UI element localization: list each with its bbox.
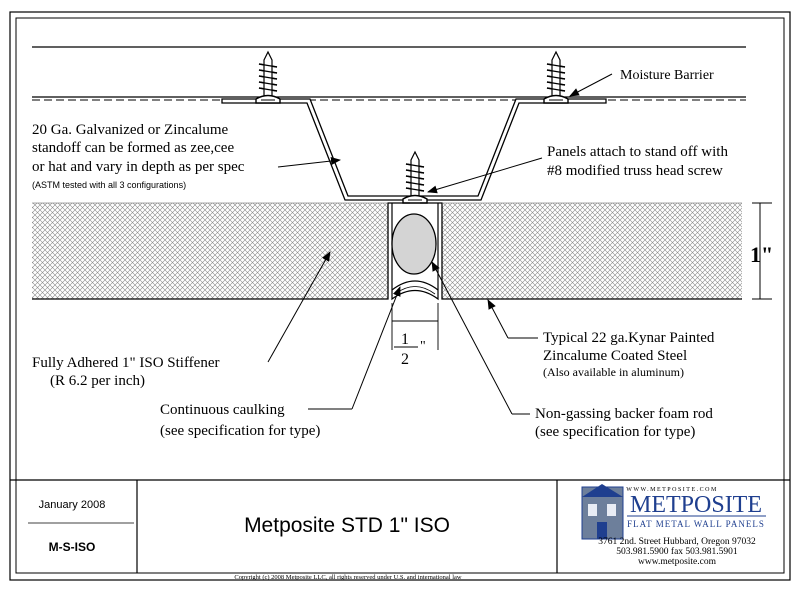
joint-dim-inch-mark: " — [420, 339, 426, 354]
logo-building-window — [607, 504, 616, 516]
steel-label-line1: Typical 22 ga.Kynar Painted — [543, 330, 715, 346]
standoff-label-line2: standoff can be formed as zee,cee — [32, 140, 234, 156]
leader-foam-diag — [431, 261, 513, 415]
joint-dim-numerator: 1 — [401, 331, 409, 348]
logo-company-name: METPOSITE — [630, 492, 762, 518]
drawing-date: January 2008 — [39, 499, 106, 511]
foam-label-line2: (see specification for type) — [535, 424, 695, 440]
leader-screw — [427, 157, 543, 194]
logo-url-text: WWW.METPOSITE.COM — [626, 487, 718, 493]
standoff-note: (ASTM tested with all 3 configurations) — [32, 180, 186, 190]
drawing-frame — [15, 17, 785, 574]
steel-note: (Also available in aluminum) — [543, 365, 684, 379]
leader-stiffener — [267, 251, 331, 363]
left-panel-skin — [32, 202, 410, 300]
drawing-number: M-S-ISO — [49, 540, 96, 554]
standoff-label-line3: or hat and vary in depth as per spec — [32, 159, 245, 175]
leader-standoff — [277, 157, 341, 168]
copyright-notice: Copyright (c) 2008 Metposite LLC, all ri… — [234, 574, 462, 581]
steel-label-line2: Zincalume Coated Steel — [543, 348, 687, 364]
foam-label-line1: Non-gassing backer foam rod — [535, 406, 713, 422]
logo-building-door — [597, 522, 607, 539]
joint-dim-denominator: 2 — [401, 351, 409, 368]
leader-steel-diag — [487, 299, 509, 339]
metposite-logo: WWW.METPOSITE.COM METPOSITE FLAT METAL W… — [581, 484, 766, 540]
logo-tagline: FLAT METAL WALL PANELS — [627, 519, 765, 529]
caulk-label-line1: Continuous caulking — [160, 402, 285, 418]
leader-caulk-diag — [351, 286, 401, 410]
caulking-bead — [391, 280, 439, 301]
logo-building-window — [588, 504, 597, 516]
stiffener-label-line1: Fully Adhered 1" ISO Stiffener — [32, 355, 220, 371]
screw-label-line2: #8 modified truss head screw — [547, 163, 723, 179]
thickness-label: 1" — [750, 242, 773, 267]
hat-standoff — [221, 98, 607, 201]
backer-foam-rod — [391, 213, 437, 275]
screw-icon — [255, 51, 281, 104]
right-panel-iso — [442, 203, 742, 299]
stiffener-label-line2: (R 6.2 per inch) — [50, 373, 145, 389]
moisture-barrier-label: Moisture Barrier — [620, 68, 714, 83]
logo-building-roof — [582, 484, 623, 497]
leader-moisture-barrier — [569, 73, 613, 97]
screw-label-line1: Panels attach to stand off with — [547, 144, 728, 160]
sheet-border — [9, 11, 791, 581]
screw-icon — [543, 51, 569, 104]
left-panel-iso — [32, 203, 388, 299]
company-website: www.metposite.com — [638, 557, 717, 567]
right-panel-skin — [420, 202, 742, 300]
drawing-title: Metposite STD 1" ISO — [244, 514, 450, 537]
standoff-label-line1: 20 Ga. Galvanized or Zincalume — [32, 122, 229, 138]
company-phone: 503.981.5900 fax 503.981.5901 — [616, 546, 738, 557]
company-address: 3761 2nd. Street Hubbard, Oregon 97032 — [598, 537, 756, 547]
caulk-label-line2: (see specification for type) — [160, 423, 320, 439]
